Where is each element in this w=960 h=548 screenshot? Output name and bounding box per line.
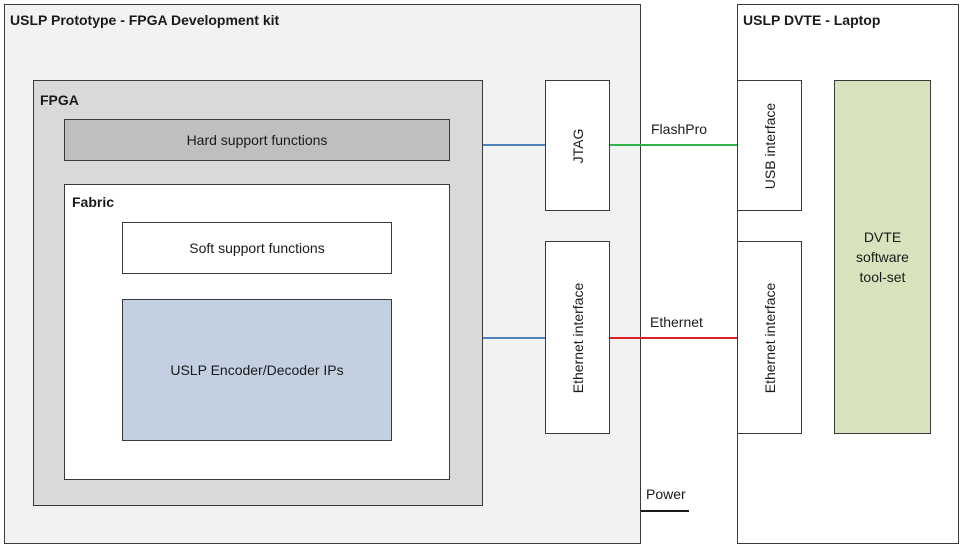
power-line bbox=[641, 510, 689, 512]
jtag-interface-block: JTAG bbox=[545, 80, 610, 211]
ethernet-interface-laptop-block: Ethernet interface bbox=[737, 241, 802, 434]
prototype-title: USLP Prototype - FPGA Development kit bbox=[10, 12, 280, 28]
dvte-line-3: tool-set bbox=[859, 269, 906, 285]
flashpro-label: FlashPro bbox=[651, 121, 708, 137]
dvte-toolset-block: DVTE software tool-set bbox=[834, 80, 931, 434]
dvte-line-2: software bbox=[856, 249, 909, 265]
power-label: Power bbox=[646, 486, 686, 502]
fabric-title: Fabric bbox=[72, 194, 115, 210]
usb-interface-block: USB interface bbox=[737, 80, 802, 211]
soft-support-label: Soft support functions bbox=[189, 240, 325, 256]
fpga-ethernet-connector bbox=[483, 337, 545, 339]
ethernet-interface-laptop-label: Ethernet interface bbox=[761, 282, 778, 393]
hard-support-functions-block: Hard support functions bbox=[64, 119, 450, 161]
flashpro-connector bbox=[610, 144, 737, 146]
ethernet-link-label: Ethernet bbox=[650, 314, 703, 330]
fpga-title: FPGA bbox=[40, 92, 79, 108]
laptop-title: USLP DVTE - Laptop bbox=[743, 12, 881, 28]
dvte-line-1: DVTE bbox=[863, 229, 902, 245]
soft-support-functions-block: Soft support functions bbox=[122, 222, 392, 274]
usb-interface-label: USB interface bbox=[761, 102, 778, 189]
hard-support-label: Hard support functions bbox=[186, 132, 328, 148]
jtag-label: JTAG bbox=[569, 128, 586, 163]
ethernet-interface-prototype-block: Ethernet interface bbox=[545, 241, 610, 434]
ethernet-connector bbox=[610, 337, 737, 339]
ethernet-interface-prototype-label: Ethernet interface bbox=[569, 282, 586, 393]
uslp-codec-block: USLP Encoder/Decoder IPs bbox=[122, 299, 392, 441]
fpga-jtag-connector bbox=[483, 144, 545, 146]
uslp-codec-label: USLP Encoder/Decoder IPs bbox=[170, 362, 344, 378]
